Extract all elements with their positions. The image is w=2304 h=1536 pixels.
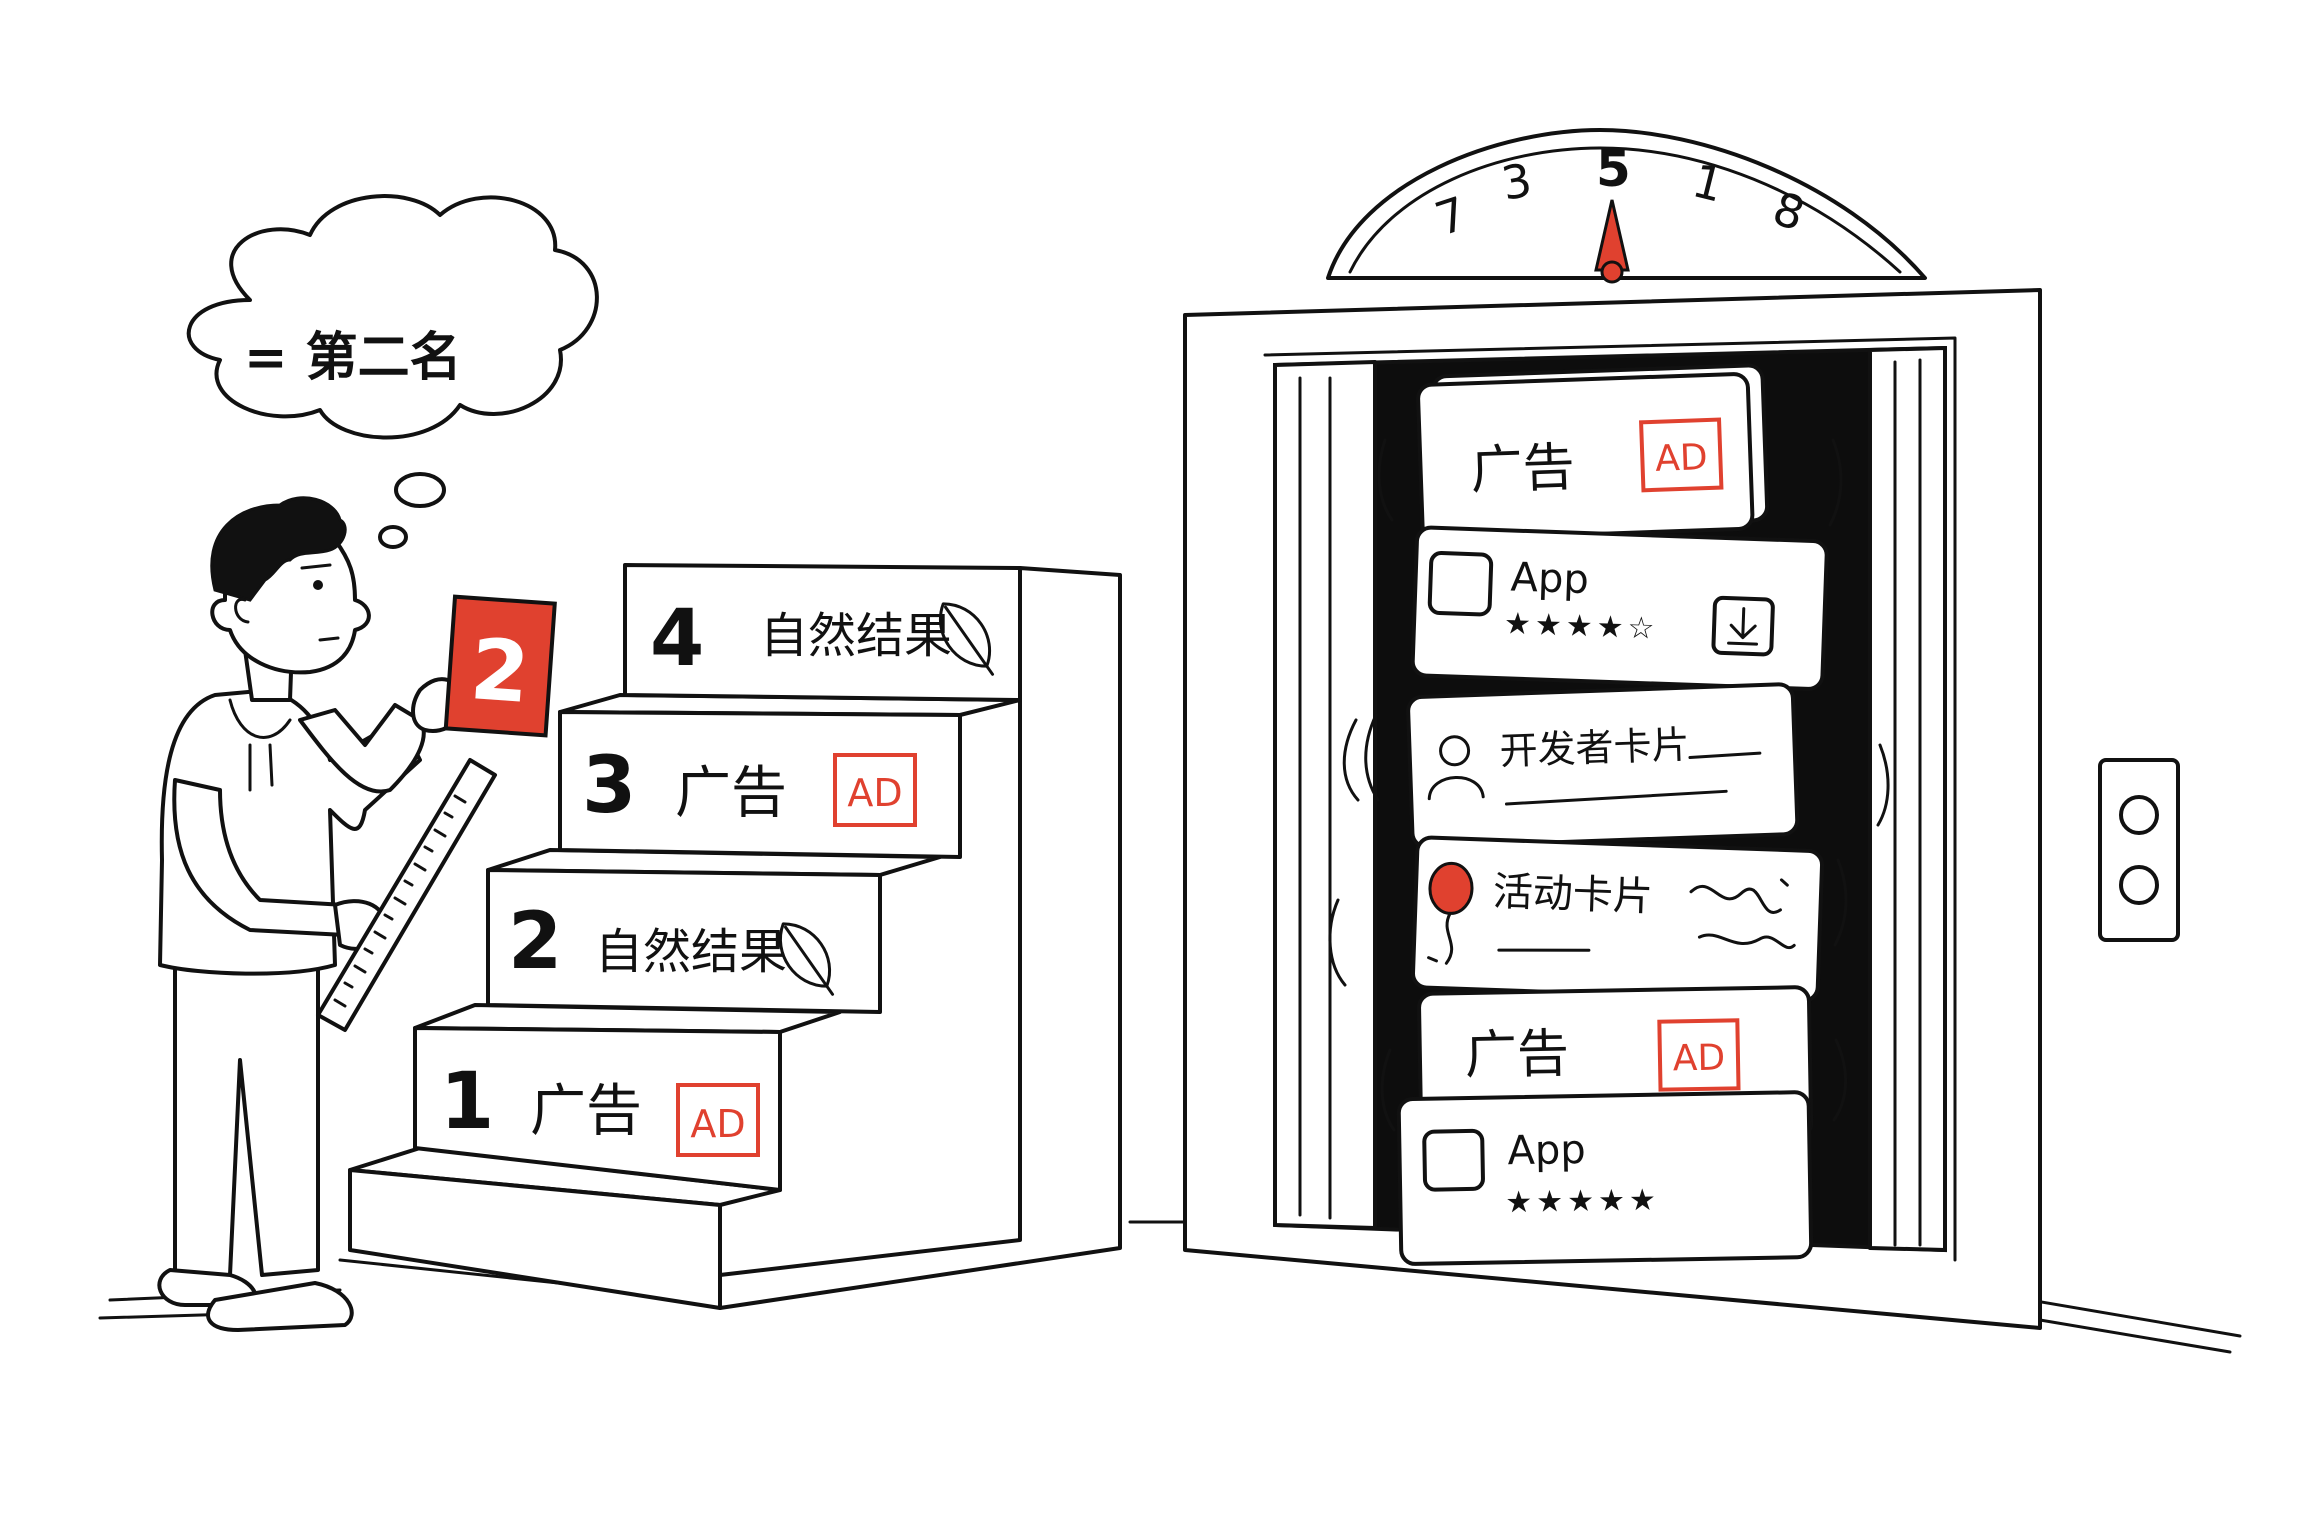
- card-label: App: [1510, 554, 1590, 603]
- card-event: 活动卡片: [1410, 835, 1825, 1003]
- ad-badge: [833, 753, 917, 827]
- gauge-number-active: 5: [1596, 140, 1631, 198]
- star-rating: ★★★★★: [1505, 1183, 1660, 1221]
- ad-badge: [676, 1083, 760, 1157]
- right-door: [1868, 346, 1947, 1252]
- card-app: App ★★★★☆: [1410, 525, 1829, 691]
- step-label: 自然结果: [595, 924, 787, 980]
- step-number: 3: [582, 741, 636, 831]
- step-label: 自然结果: [760, 608, 952, 664]
- thought-text: = 第二名: [244, 328, 462, 388]
- step-2: 2 自然结果: [486, 848, 942, 1014]
- right-shoe: [206, 1281, 354, 1332]
- elevator-cards: 广告 AD App ★★★★☆ 开发者卡片: [1328, 363, 1890, 1266]
- call-button-up[interactable]: [2119, 795, 2159, 835]
- person-icon: [1427, 735, 1485, 801]
- step-4: 4 自然结果: [623, 563, 1022, 702]
- floor-indicator-gauge: 7 3 5 1 8: [1326, 128, 1927, 284]
- ad-badge-text: AD: [1672, 1038, 1725, 1080]
- left-door: [1273, 360, 1377, 1230]
- leaf-icon: [938, 602, 995, 676]
- app-icon-placeholder: [1427, 551, 1494, 617]
- leaf-icon: [778, 922, 835, 996]
- step-number: 1: [440, 1057, 494, 1147]
- ad-badge: [1657, 1018, 1741, 1092]
- shake-motion-lines: [1328, 438, 1890, 1132]
- held-card-number: 2: [467, 620, 532, 722]
- card-label: 广告: [1470, 438, 1576, 502]
- ruler: [316, 758, 497, 1032]
- ad-badge: [1639, 417, 1724, 493]
- download-icon[interactable]: [1711, 595, 1775, 657]
- step-1: 1 广告 AD: [413, 1003, 842, 1192]
- card-label: App: [1507, 1127, 1586, 1174]
- elevator-call-panel: [2098, 758, 2180, 942]
- step-label: 广告: [530, 1079, 642, 1144]
- card-app: App ★★★★★: [1396, 1090, 1814, 1266]
- held-rank-card: 2: [443, 594, 557, 738]
- card-label: 广告: [1464, 1024, 1569, 1086]
- balloon-icon: [1428, 861, 1474, 965]
- app-icon-placeholder: [1422, 1128, 1485, 1192]
- card-label: 活动卡片: [1492, 869, 1654, 921]
- staircase: 1 广告 AD 2 自然结果 3 广告 AD: [348, 563, 1122, 1310]
- step-number: 4: [650, 594, 704, 684]
- star-rating: ★★★★☆: [1503, 606, 1659, 646]
- card-developer: 开发者卡片: [1406, 682, 1800, 849]
- call-button-down[interactable]: [2119, 865, 2159, 905]
- step-label: 广告: [675, 761, 787, 826]
- ad-badge-text: AD: [690, 1102, 745, 1146]
- step-number: 2: [508, 897, 562, 987]
- step-3: 3 广告 AD: [558, 693, 1022, 859]
- ad-badge-text: AD: [847, 771, 902, 815]
- ad-badge-text: AD: [1654, 437, 1708, 480]
- hair: [210, 496, 347, 602]
- card-ad: 广告 AD: [1416, 363, 1770, 542]
- thought-bubble: = 第二名: [186, 194, 599, 549]
- card-label: 开发者卡片: [1499, 723, 1690, 774]
